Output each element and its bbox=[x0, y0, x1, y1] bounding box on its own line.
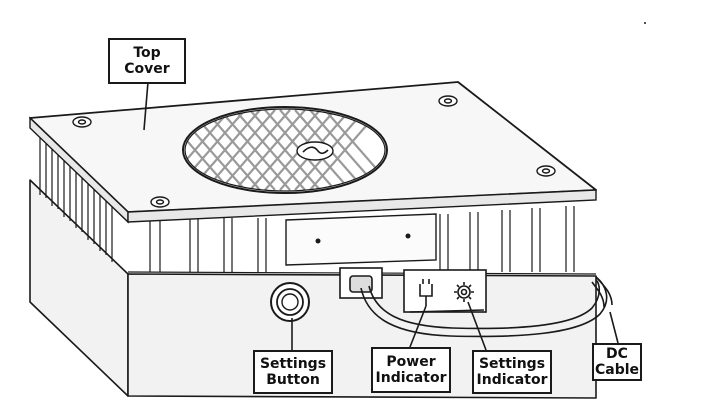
dc-cable-label: DC Cable bbox=[592, 343, 642, 381]
settings-button-label: Settings Button bbox=[253, 350, 333, 394]
dc-cable bbox=[360, 276, 613, 338]
fan-icon bbox=[182, 106, 388, 194]
cover-screws bbox=[72, 95, 556, 208]
power-plug-icon bbox=[419, 279, 433, 306]
leader-lines bbox=[143, 81, 619, 351]
top-cover-label: Top Cover bbox=[108, 38, 186, 84]
settings-button-knob bbox=[270, 282, 310, 322]
gear-icon bbox=[454, 282, 474, 302]
speck bbox=[644, 22, 646, 24]
power-indicator-label: Power Indicator bbox=[371, 347, 451, 393]
settings-indicator-label: Settings Indicator bbox=[472, 350, 552, 394]
indicator-panel bbox=[403, 269, 487, 313]
bracket-plate bbox=[285, 213, 437, 266]
cable-port bbox=[339, 267, 383, 299]
side-vents bbox=[39, 136, 113, 262]
